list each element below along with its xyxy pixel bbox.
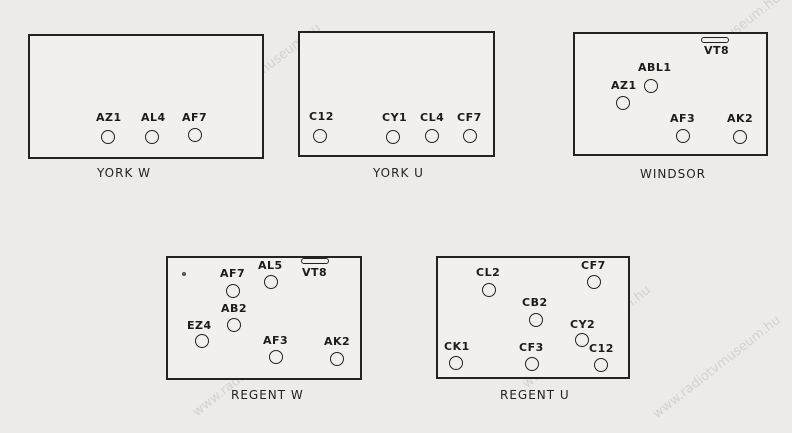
chassis-regent-w bbox=[166, 256, 362, 380]
tube-socket bbox=[227, 318, 241, 332]
tube-socket bbox=[145, 130, 159, 144]
chassis-caption: YORK U bbox=[373, 166, 424, 180]
chassis-caption: REGENT U bbox=[500, 388, 570, 402]
tube-label: AZ1 bbox=[96, 111, 122, 124]
vt8-label: VT8 bbox=[704, 44, 730, 57]
tube-label: CL4 bbox=[420, 111, 445, 124]
tube-label: AZ1 bbox=[611, 79, 637, 92]
tube-socket bbox=[733, 130, 747, 144]
tube-label: AK2 bbox=[727, 112, 754, 125]
tube-socket bbox=[195, 334, 209, 348]
tube-label: C12 bbox=[309, 110, 334, 123]
tube-socket bbox=[676, 129, 690, 143]
tube-label: AF3 bbox=[263, 334, 289, 347]
tube-socket bbox=[529, 313, 543, 327]
tube-label: ABL1 bbox=[638, 61, 672, 74]
tube-label: AL5 bbox=[258, 259, 283, 272]
chassis-windsor bbox=[573, 32, 768, 156]
tube-label: AB2 bbox=[221, 302, 248, 315]
tube-socket bbox=[264, 275, 278, 289]
tube-socket bbox=[188, 128, 202, 142]
tube-socket bbox=[313, 129, 327, 143]
tube-label: AK2 bbox=[324, 335, 351, 348]
tube-label: AL4 bbox=[141, 111, 166, 124]
tube-socket bbox=[101, 130, 115, 144]
tube-label: AF3 bbox=[670, 112, 696, 125]
tube-socket bbox=[269, 350, 283, 364]
tube-socket bbox=[587, 275, 601, 289]
speck bbox=[182, 272, 186, 276]
tube-socket bbox=[575, 333, 589, 347]
tube-label: C12 bbox=[589, 342, 614, 355]
chassis-caption: REGENT W bbox=[231, 388, 304, 402]
tube-socket bbox=[425, 129, 439, 143]
tube-label: CY2 bbox=[570, 318, 596, 331]
tube-label: CF3 bbox=[519, 341, 544, 354]
tube-socket bbox=[386, 130, 400, 144]
tube-socket bbox=[644, 79, 658, 93]
tube-socket bbox=[482, 283, 496, 297]
tube-socket bbox=[330, 352, 344, 366]
tube-socket bbox=[226, 284, 240, 298]
tube-label: CF7 bbox=[581, 259, 606, 272]
vt8-socket-slot bbox=[701, 37, 729, 43]
watermark: www.radiotvmuseum.hu bbox=[650, 312, 784, 422]
tube-label: EZ4 bbox=[187, 319, 212, 332]
tube-socket bbox=[463, 129, 477, 143]
vt8-socket-slot bbox=[301, 258, 329, 264]
tube-label: CL2 bbox=[476, 266, 501, 279]
tube-socket bbox=[594, 358, 608, 372]
vt8-label: VT8 bbox=[302, 266, 328, 279]
tube-label: AF7 bbox=[220, 267, 246, 280]
tube-socket bbox=[616, 96, 630, 110]
tube-label: CK1 bbox=[444, 340, 470, 353]
tube-socket bbox=[449, 356, 463, 370]
tube-label: CF7 bbox=[457, 111, 482, 124]
tube-label: CY1 bbox=[382, 111, 408, 124]
chassis-caption: WINDSOR bbox=[640, 167, 707, 181]
chassis-caption: YORK W bbox=[97, 166, 152, 180]
tube-label: AF7 bbox=[182, 111, 208, 124]
tube-socket bbox=[525, 357, 539, 371]
tube-label: CB2 bbox=[522, 296, 548, 309]
